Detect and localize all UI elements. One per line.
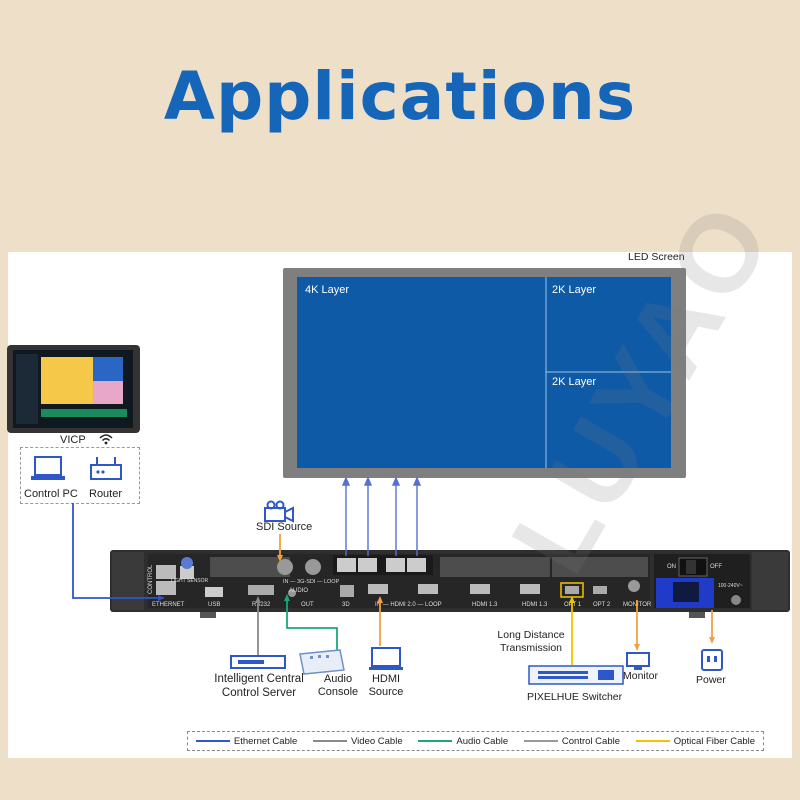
cable-legend: Ethernet Cable Video Cable Audio Cable C… bbox=[187, 731, 764, 751]
port-usb-label: USB bbox=[208, 602, 221, 608]
switcher-label: PIXELHUE Switcher bbox=[527, 691, 623, 703]
port-out-label: OUT bbox=[301, 602, 314, 608]
port-ethernet-label: ETHERNET bbox=[152, 602, 185, 608]
wifi-icon bbox=[99, 434, 113, 445]
ldt-label-line1: Long Distance bbox=[497, 629, 565, 641]
server-icon bbox=[230, 655, 286, 669]
power-off-label: OFF bbox=[710, 564, 722, 570]
layer-2k-top: 2K Layer bbox=[552, 284, 597, 296]
legend-label: Audio Cable bbox=[456, 735, 509, 747]
router-label: Router bbox=[89, 488, 123, 500]
legend-item-audio: Audio Cable bbox=[418, 736, 508, 747]
port-rs232-label: RS232 bbox=[252, 602, 271, 608]
audio-label-line1: Audio bbox=[323, 673, 353, 685]
port-hdmi13b-label: HDMI 1.3 bbox=[522, 602, 548, 608]
router-icon bbox=[90, 457, 122, 480]
long-distance-label: Long Distance Transmission bbox=[486, 629, 576, 655]
legend-swatch bbox=[418, 740, 453, 742]
page-title: Applications bbox=[163, 58, 637, 135]
port-light-label: LIGHT SENSOR bbox=[171, 578, 209, 584]
legend-label: Control Cable bbox=[561, 735, 620, 747]
power-label: Power bbox=[696, 674, 726, 686]
control-pc-label: Control PC bbox=[24, 488, 78, 500]
camera-icon bbox=[264, 500, 294, 523]
legend-item-fiber: Optical Fiber Cable bbox=[635, 735, 756, 747]
server-label-line2: Control Server bbox=[221, 687, 297, 699]
audio-console-icon bbox=[299, 649, 345, 675]
hdmi-source-icon bbox=[369, 647, 403, 670]
port-usb-top bbox=[180, 566, 194, 579]
switcher-icon bbox=[528, 665, 624, 685]
legend-swatch bbox=[195, 740, 230, 742]
legend-row: Ethernet Cable Video Cable Audio Cable C… bbox=[188, 732, 763, 750]
port-opt2-label: OPT 2 bbox=[593, 602, 611, 608]
legend-swatch bbox=[313, 740, 348, 742]
monitor-icon bbox=[626, 652, 650, 670]
legend-label: Ethernet Cable bbox=[233, 735, 298, 747]
legend-label: Video Cable bbox=[351, 735, 403, 747]
ldt-label-line2: Transmission bbox=[499, 642, 563, 654]
legend-label: Optical Fiber Cable bbox=[673, 735, 756, 747]
legend-swatch bbox=[635, 740, 670, 742]
hdmi-label-line2: Source bbox=[368, 686, 404, 698]
legend-item-ethernet: Ethernet Cable bbox=[195, 735, 298, 747]
server-label: Intelligent Central Control Server bbox=[196, 672, 322, 700]
legend-item-control: Control Cable bbox=[523, 735, 620, 747]
control-group-box bbox=[20, 447, 140, 504]
hdmi-label-line1: HDMI bbox=[371, 673, 401, 685]
vicp-label: VICP bbox=[60, 434, 86, 446]
monitor-label: Monitor bbox=[623, 670, 659, 682]
port-3d-label: 3D bbox=[342, 602, 350, 608]
server-label-line1: Intelligent Central bbox=[214, 673, 304, 685]
sdi-source-label: SDI Source bbox=[256, 521, 313, 533]
audio-label-line2: Console bbox=[317, 686, 359, 698]
port-hdmi20-label: IN — HDMI 2.0 — LOOP bbox=[375, 602, 442, 608]
voltage-label: 100-240V~ bbox=[718, 583, 743, 589]
laptop-icon bbox=[31, 456, 65, 480]
led-screen-label: LED Screen bbox=[628, 251, 685, 263]
layer-4k: 4K Layer bbox=[305, 284, 350, 296]
port-hdmi13a-label: HDMI 1.3 bbox=[472, 602, 498, 608]
port-audio-label: AUDIO bbox=[289, 588, 309, 594]
legend-item-video: Video Cable bbox=[313, 736, 403, 747]
audio-console-label: Audio Console bbox=[308, 673, 368, 699]
power-outlet-icon bbox=[701, 649, 723, 671]
hdmi-source-label: HDMI Source bbox=[356, 673, 416, 699]
legend-swatch bbox=[523, 740, 558, 742]
layer-2k-bottom: 2K Layer bbox=[552, 376, 597, 388]
port-sdi-label: IN — 3G-SDI — LOOP bbox=[283, 579, 340, 585]
power-on-label: ON bbox=[667, 564, 676, 570]
